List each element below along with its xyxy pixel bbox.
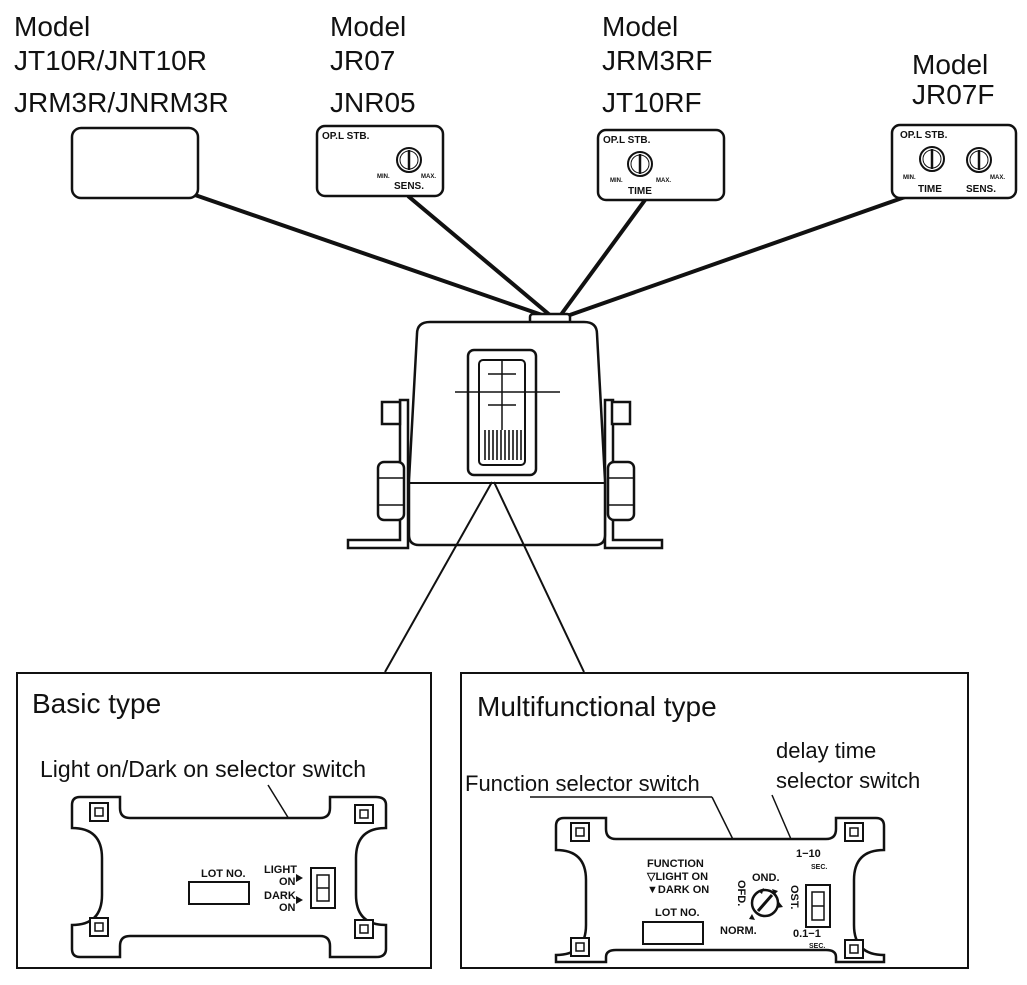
model3-knob-label: TIME xyxy=(628,186,652,197)
multi-dial-markers xyxy=(749,888,783,920)
multi-function-label: FUNCTION xyxy=(647,858,704,870)
model2-label: Model JR07 JNR05 xyxy=(330,11,416,118)
model3-op-label: OP.L STB. xyxy=(603,135,651,146)
model4-min: MIN. xyxy=(903,175,916,181)
model4-max: MAX. xyxy=(990,175,1005,181)
model3-min: MIN. xyxy=(610,178,623,184)
multi-ofd-label: OFD. xyxy=(735,880,747,906)
model3-label: Model JRM3RF JT10RF xyxy=(602,11,713,118)
basic-lot-label: LOT NO. xyxy=(201,868,246,880)
model2-op-label: OP.L STB. xyxy=(322,131,370,142)
multi-light-on-label: ▽LIGHT ON xyxy=(646,871,708,883)
basic-dark-on-label: ON xyxy=(279,902,296,914)
model4-panel: OP.L STB. MIN. MAX. TIME SENS. xyxy=(890,123,1018,200)
basic-type-title: Basic type xyxy=(32,688,161,719)
model1-panel xyxy=(70,126,200,200)
model1-label: Model JT10R/JNT10R JRM3R/JNRM3R xyxy=(14,11,229,118)
model4-knob1-label: TIME xyxy=(918,184,942,195)
model2-max: MAX. xyxy=(421,174,436,180)
basic-light-on-label: ON xyxy=(279,876,296,888)
multi-panel xyxy=(554,816,886,964)
basic-dark-arrow xyxy=(296,896,303,904)
multi-norm-label: NORM. xyxy=(720,925,757,937)
multi-function-callout: Function selector switch xyxy=(465,771,700,796)
multi-dark-on-label: ▼DARK ON xyxy=(647,884,709,896)
model2-panel: OP.L STB. MIN. MAX. SENS. xyxy=(315,124,445,198)
sensor-body xyxy=(346,312,664,550)
multi-delay-callout-2: selector switch xyxy=(776,768,920,793)
model2-min: MIN. xyxy=(377,174,390,180)
model4-knob2-label: SENS. xyxy=(966,184,996,195)
multi-lot-label: LOT NO. xyxy=(655,907,700,919)
multi-delay-callout-1: delay time xyxy=(776,738,876,763)
leader-lines xyxy=(194,193,906,318)
basic-switch-callout: Light on/Dark on selector switch xyxy=(40,756,366,782)
multi-range1-unit: SEC. xyxy=(811,864,827,871)
basic-panel xyxy=(70,795,388,959)
model3-panel: OP.L STB. MIN. MAX. TIME xyxy=(596,128,726,202)
multi-range2-unit: SEC. xyxy=(809,943,825,950)
multi-ost-label: OST. xyxy=(788,885,800,909)
multi-range2-label: 0.1−1 xyxy=(793,928,821,940)
model4-op-label: OP.L STB. xyxy=(900,130,948,141)
model4-label: Model JR07F xyxy=(912,49,995,110)
basic-light-arrow xyxy=(296,874,303,882)
detail-leader-lines xyxy=(384,481,585,673)
multi-type-title: Multifunctional type xyxy=(477,691,717,722)
model2-knob-label: SENS. xyxy=(394,181,424,192)
multi-range1-label: 1−10 xyxy=(796,848,821,860)
basic-dark-label: DARK xyxy=(264,890,296,902)
model3-max: MAX. xyxy=(656,178,671,184)
multi-ond-label: OND. xyxy=(752,872,780,884)
basic-light-label: LIGHT xyxy=(264,864,297,876)
